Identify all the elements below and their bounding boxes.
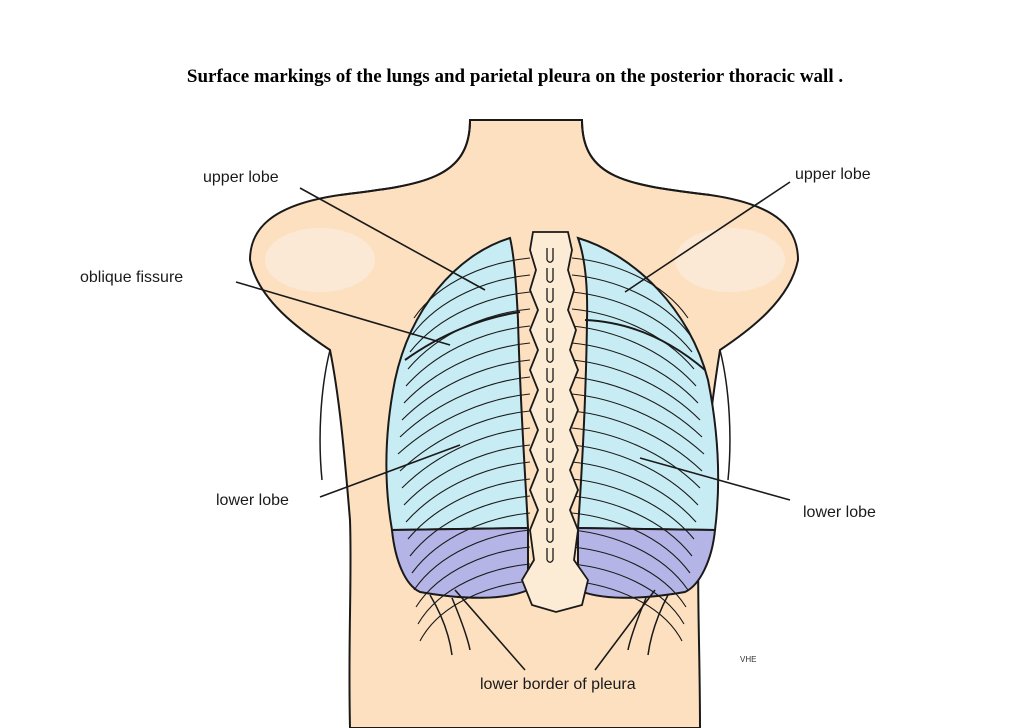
spinous-process [546,508,554,523]
rib-left [403,444,531,506]
spinous-process [546,428,554,443]
spinous-process [546,448,554,463]
rib-right [571,427,701,489]
spinous-process [546,348,554,363]
leader-upper-left [299,187,486,291]
rib-left [413,529,531,591]
spinous-process [546,268,554,283]
spinous-process [546,308,554,323]
rib-right [571,325,697,387]
rib-left [419,580,531,642]
rib-left [405,325,531,387]
rib-right [571,546,687,608]
rib-right [571,495,693,557]
leader-upper-right [624,181,791,293]
rib-left [417,563,531,625]
rib-left [415,546,531,608]
label-upper-lobe-right: upper lobe [795,166,871,183]
spinous-processes [546,248,554,563]
spinous-process [546,408,554,423]
rib-left [407,478,531,540]
rib-right [571,461,697,523]
spinous-process [546,468,554,483]
spinous-process [546,388,554,403]
rib-left [409,495,531,557]
rib-right [571,274,691,336]
rib-right [571,308,695,370]
rib-left [401,427,531,489]
spinous-process [546,528,554,543]
rib-right [571,376,703,438]
rib-right [571,359,701,421]
rib-right [571,529,689,591]
rib-left [405,461,531,523]
ribs [397,257,705,642]
right-oblique-fissure [584,319,706,371]
rib-left [403,342,531,404]
rib-left [407,308,531,370]
rib-right [571,444,699,506]
rib-right [571,291,693,353]
right-shoulder-highlight [675,228,785,292]
label-lower-lobe-left: lower lobe [216,492,289,509]
leader-pleura-right [594,589,656,671]
artist-signature: VHE [740,655,756,664]
rib-left [399,410,531,472]
rib-left [409,291,531,353]
spinous-process [546,368,554,383]
leader-lower-right [639,457,791,501]
label-lower-border-pleura: lower border of pleura [480,676,636,693]
leader-pleura-left [454,589,526,671]
rib-right [571,410,703,472]
rib-left [397,393,531,455]
rib-left [399,376,531,438]
rib-right [571,563,685,625]
left-pleura-recess [390,526,529,599]
label-upper-lobe-left: upper lobe [203,169,279,186]
spinous-process [546,288,554,303]
rib-right [571,478,695,540]
leader-lower-left [319,444,461,498]
spinous-process [546,548,554,563]
spinous-process [546,328,554,343]
rib-right [571,512,691,574]
rib-left [401,359,531,421]
label-oblique-fissure: oblique fissure [80,269,183,286]
rib-left [411,512,531,574]
spinous-process [546,488,554,503]
rib-left [413,257,531,319]
rib-right [571,257,689,319]
rib-right [571,342,699,404]
figure-title: Surface markings of the lungs and pariet… [186,66,844,87]
spinous-process [546,248,554,263]
leader-oblique [235,281,451,346]
rib-right [571,393,705,455]
rib-left [411,274,531,336]
label-lower-lobe-right: lower lobe [803,504,876,521]
left-shoulder-highlight [265,228,375,292]
vertebral-column [520,231,589,613]
